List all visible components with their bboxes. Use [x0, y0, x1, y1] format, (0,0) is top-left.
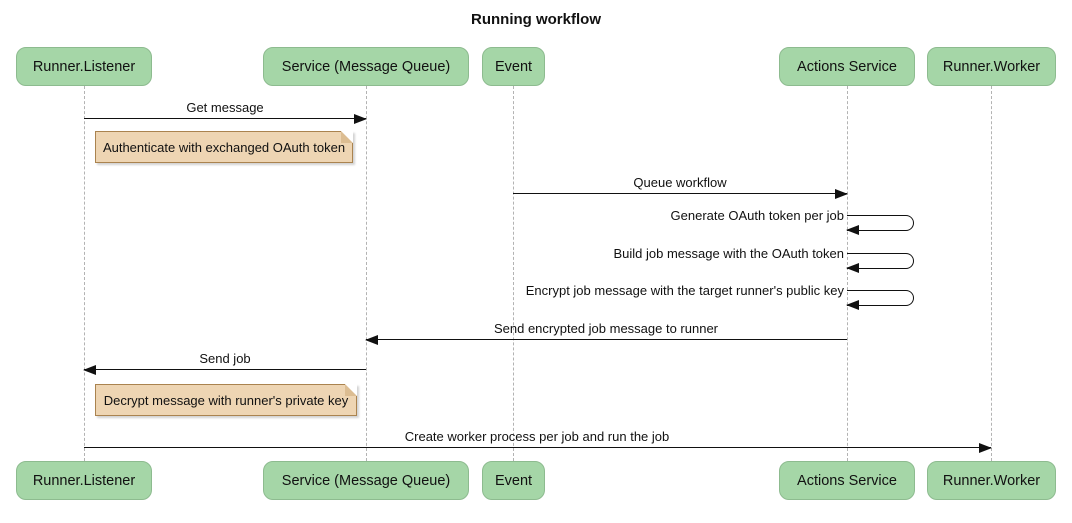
label-generate-oauth: Generate OAuth token per job — [670, 208, 844, 223]
actor-label: Runner.Worker — [942, 58, 1041, 75]
arrowhead-icon — [846, 224, 859, 235]
note-text: Decrypt message with runner's private ke… — [103, 392, 349, 408]
note-decrypt: Decrypt message with runner's private ke… — [95, 384, 357, 416]
lifeline-actions-service — [847, 86, 848, 461]
actor-label: Event — [494, 472, 533, 489]
arrow-get-message — [84, 113, 367, 124]
actor-top-event: Event — [482, 47, 545, 86]
actor-label: Event — [494, 58, 533, 75]
actor-top-runner-worker: Runner.Worker — [927, 47, 1056, 86]
actor-label: Actions Service — [797, 472, 897, 489]
note-text: Authenticate with exchanged OAuth token — [102, 139, 346, 155]
lifeline-runner-listener — [84, 86, 85, 461]
label-build-job: Build job message with the OAuth token — [613, 246, 844, 261]
self-loop-build-job — [846, 253, 914, 273]
actor-top-actions-service: Actions Service — [779, 47, 915, 86]
actor-bottom-event: Event — [482, 461, 545, 500]
lifeline-event — [513, 86, 514, 461]
label-queue-workflow: Queue workflow — [633, 175, 727, 190]
actor-label: Runner.Listener — [32, 58, 136, 75]
arrow-send-job — [83, 364, 366, 375]
diagram-title: Running workflow — [471, 11, 601, 28]
arrowhead-icon — [83, 364, 96, 375]
note-authenticate: Authenticate with exchanged OAuth token — [95, 131, 353, 163]
actor-label: Service (Message Queue) — [281, 58, 451, 75]
label-create-worker: Create worker process per job and run th… — [404, 429, 670, 444]
actor-label: Runner.Worker — [942, 472, 1041, 489]
arrowhead-icon — [354, 113, 367, 124]
lifeline-runner-worker — [991, 86, 992, 461]
actor-label: Actions Service — [797, 58, 897, 75]
self-loop-encrypt-job — [846, 290, 914, 310]
arrow-send-encrypted — [365, 334, 847, 345]
actor-bottom-actions-service: Actions Service — [779, 461, 915, 500]
arrowhead-icon — [846, 262, 859, 273]
lifeline-service-message-queue — [366, 86, 367, 461]
arrow-queue-workflow — [513, 188, 848, 199]
arrow-create-worker — [84, 442, 992, 453]
arrowhead-icon — [979, 442, 992, 453]
actor-top-service-message-queue: Service (Message Queue) — [263, 47, 469, 86]
label-get-message: Get message — [186, 100, 264, 115]
label-send-job: Send job — [199, 351, 251, 366]
actor-top-runner-listener: Runner.Listener — [16, 47, 152, 86]
actor-label: Service (Message Queue) — [281, 472, 451, 489]
actor-bottom-service-message-queue: Service (Message Queue) — [263, 461, 469, 500]
arrowhead-icon — [846, 299, 859, 310]
label-send-encrypted: Send encrypted job message to runner — [493, 321, 719, 336]
arrowhead-icon — [365, 334, 378, 345]
actor-bottom-runner-listener: Runner.Listener — [16, 461, 152, 500]
label-encrypt-job: Encrypt job message with the target runn… — [525, 283, 844, 298]
actor-bottom-runner-worker: Runner.Worker — [927, 461, 1056, 500]
self-loop-generate-oauth — [846, 215, 914, 235]
arrowhead-icon — [835, 188, 848, 199]
actor-label: Runner.Listener — [32, 472, 136, 489]
